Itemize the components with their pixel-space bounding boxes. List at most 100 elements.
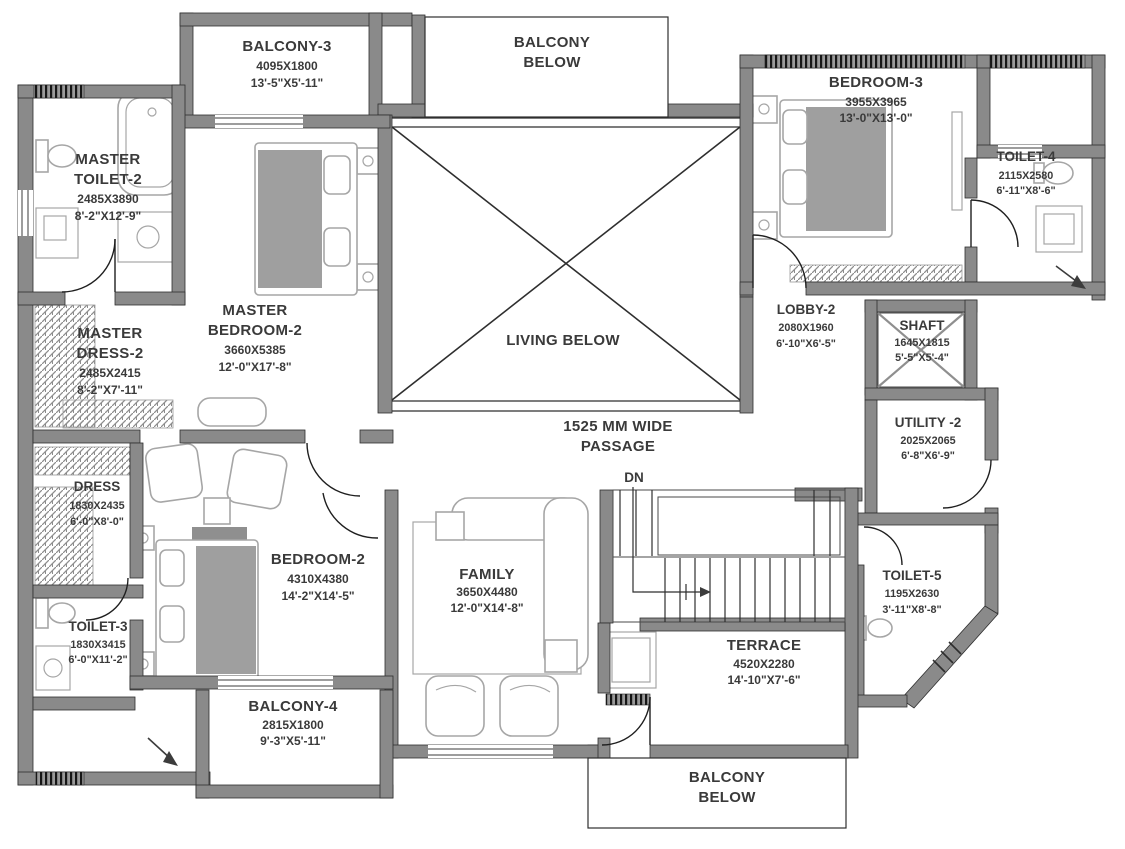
room-name: FAMILY	[459, 566, 514, 583]
room-dim-ft: 6'-10"X6'-5"	[776, 338, 836, 350]
label-terrace: TERRACE 4520X2280 14'-10"X7'-6"	[727, 637, 802, 687]
room-dim-mm: 4310X4380	[287, 572, 349, 586]
room-name: DRESS-2	[76, 345, 143, 362]
louver-toilet-5-diagonal	[932, 641, 962, 673]
label-living-below: LIVING BELOW	[506, 332, 620, 349]
wardrobe-hatching	[34, 264, 963, 593]
label-shaft: SHAFT 1645X1815 5'-5"X5'-4"	[894, 318, 949, 364]
label-dress: DRESS 1830X2435 6'-0"X8'-0"	[69, 479, 124, 528]
wc-toilet-4	[1033, 161, 1083, 253]
label-toilet-5: TOILET-5 1195X2630 3'-11"X8'-8"	[882, 568, 942, 616]
room-dim-mm: 1830X3415	[70, 639, 125, 651]
wc-toilet-3	[35, 597, 76, 691]
label-toilet-4: TOILET-4 2115X2580 6'-11"X8'-6"	[996, 149, 1056, 197]
room-dim-mm: 4520X2280	[733, 657, 795, 671]
label-balcony-4: BALCONY-4 2815X1800 9'-3"X5'-11"	[248, 698, 338, 748]
label-bedroom-3: BEDROOM-3 3955X3965 13'-0"X13'-0"	[829, 74, 923, 125]
room-name: BALCONY	[689, 769, 765, 786]
label-master-bedroom-2: MASTER BEDROOM-2 3660X5385 12'-0"X17'-8"	[208, 302, 302, 374]
room-dim-ft: 12'-0"X17'-8"	[218, 360, 291, 374]
room-dim-ft: 14'-10"X7'-6"	[727, 673, 800, 687]
room-dim-ft: 13'-5"X5'-11"	[251, 76, 323, 90]
room-dim-mm: 1645X1815	[894, 337, 949, 349]
door-toilet-5	[863, 526, 903, 566]
door-toilet-4	[970, 199, 1019, 248]
room-name: BALCONY-3	[242, 38, 331, 55]
room-name: TOILET-2	[74, 171, 142, 188]
label-balcony-below-bottom: BALCONY BELOW	[689, 769, 765, 806]
labels: MASTER TOILET-2 2485X3890 8'-2"X12'-9" B…	[68, 34, 1056, 806]
entry-arrow-icon	[147, 737, 178, 766]
entry-arrows	[147, 265, 1086, 766]
louver-windows	[33, 54, 1086, 786]
room-name: TOILET-5	[882, 568, 942, 583]
room-name: TOILET-3	[68, 619, 128, 634]
room-dim-ft: 12'-0"X14'-8"	[450, 601, 523, 615]
room-name: LOBBY-2	[777, 302, 836, 317]
passage-label: PASSAGE	[581, 438, 655, 455]
wc-master-toilet-2	[35, 139, 77, 173]
room-dim-mm: 3650X4480	[456, 585, 518, 599]
room-name: SHAFT	[900, 318, 946, 333]
room-dim-mm: 3955X3965	[845, 95, 907, 109]
room-dim-ft: 14'-2"X14'-5"	[281, 589, 354, 603]
bed-bedroom-2	[131, 525, 259, 681]
room-dim-ft: 6'-0"X8'-0"	[70, 516, 124, 528]
bed-bedroom-3	[751, 95, 963, 240]
doors	[61, 199, 1019, 746]
label-balcony-below-top: BALCONY BELOW	[514, 34, 590, 71]
room-name: TERRACE	[727, 637, 802, 654]
label-master-toilet-2: MASTER TOILET-2 2485X3890 8'-2"X12'-9"	[74, 151, 142, 223]
door-passage-2	[322, 492, 379, 539]
room-name: BALCONY-4	[248, 698, 338, 715]
walls	[17, 12, 1106, 799]
window-bedroom-2	[218, 676, 333, 689]
room-dim-mm: 2115X2580	[999, 170, 1054, 182]
window-master-bedroom-2	[215, 115, 303, 128]
room-dim-mm: 2025X2065	[900, 435, 955, 447]
entry-arrow-icon	[1055, 265, 1086, 289]
room-name: BALCONY	[514, 34, 590, 51]
label-master-dress-2: MASTER DRESS-2 2485X2415 8'-2"X7'-11"	[76, 325, 143, 397]
room-dim-ft: 6'-0"X11'-2"	[68, 654, 127, 666]
room-dim-ft: 8'-2"X7'-11"	[77, 383, 143, 397]
label-passage: 1525 MM WIDE PASSAGE	[563, 418, 672, 455]
window-toilet-4	[998, 145, 1042, 158]
room-dim-mm: 4095X1800	[256, 59, 318, 73]
room-name: UTILITY -2	[895, 415, 962, 430]
door-bedroom-3	[752, 234, 807, 289]
room-name: BEDROOM-2	[271, 551, 365, 568]
balcony-below-bottom-outline	[587, 757, 847, 829]
room-dim-mm: 3660X5385	[224, 343, 286, 357]
room-dim-mm: 2485X3890	[77, 192, 139, 206]
room-name: TOILET-4	[996, 149, 1056, 164]
window-family	[428, 745, 553, 758]
label-bedroom-2: BEDROOM-2 4310X4380 14'-2"X14'-5"	[271, 551, 365, 603]
room-name: BELOW	[698, 789, 756, 806]
sitting-chairs	[144, 443, 288, 525]
room-name: BEDROOM-3	[829, 74, 923, 91]
label-toilet-3: TOILET-3 1830X3415 6'-0"X11'-2"	[68, 619, 128, 666]
stairs	[612, 487, 846, 623]
room-dim-mm: 2815X1800	[262, 718, 324, 732]
bed-master-bedroom-2	[197, 142, 380, 427]
stair-direction-line	[632, 487, 711, 600]
shaft-box	[877, 312, 965, 388]
door-passage-1	[306, 442, 361, 497]
window-master-toilet-2	[18, 190, 33, 236]
label-utility-2: UTILITY -2 2025X2065 6'-8"X6'-9"	[895, 415, 962, 462]
sofa-family	[412, 497, 589, 737]
room-name: LIVING BELOW	[506, 332, 620, 349]
room-dim-ft: 6'-8"X6'-9"	[901, 450, 955, 462]
furniture	[35, 89, 1083, 737]
room-dim-mm: 1830X2435	[69, 500, 124, 512]
room-dim-ft: 6'-11"X8'-6"	[996, 185, 1055, 197]
room-dim-ft: 9'-3"X5'-11"	[260, 734, 326, 748]
room-dim-mm: 2485X2415	[79, 366, 141, 380]
door-utility-2	[942, 459, 992, 509]
door-toilet-3	[85, 577, 129, 621]
passage-label: 1525 MM WIDE	[563, 418, 672, 435]
room-dim-mm: 1195X2630	[885, 588, 940, 600]
